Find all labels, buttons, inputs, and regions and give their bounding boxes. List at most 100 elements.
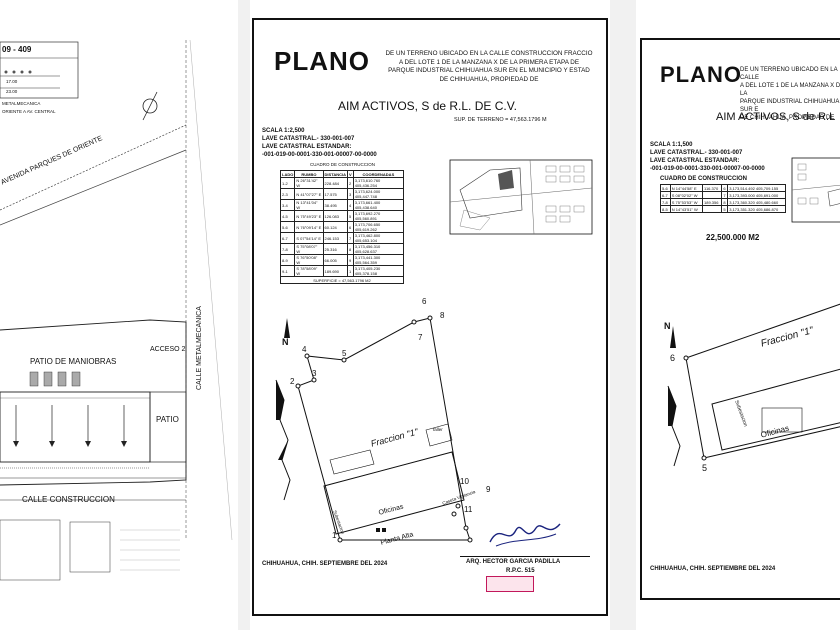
cell: 7-8: [660, 198, 671, 206]
cell: S 76°50'08" W: [294, 254, 324, 266]
cell: S 07°54'14" E: [294, 232, 324, 244]
cell: N 14°43'51" W: [669, 205, 704, 213]
right-plano-sheet: PLANO DE UN TERRENO UBICADO EN LA CALLE …: [640, 38, 840, 600]
cuadro-header-row: LADO RUMBO DISTANCIA V COORDENADAS: [279, 170, 405, 178]
right-superficie: 22,500.000 M2: [706, 233, 760, 242]
north-label: N: [282, 337, 289, 347]
cell: 3,173,456.310 405,628.637: [352, 243, 405, 255]
vertex-6: 6: [422, 297, 427, 306]
right-survey-drawing: [667, 303, 840, 467]
cell: 126.083: [322, 210, 349, 222]
vertex-8: 8: [440, 311, 445, 320]
note-value-2: 23.00: [6, 89, 18, 94]
vertex-5: 5: [342, 349, 347, 358]
vertex-7: 7: [418, 333, 423, 342]
center-superficie: SUP. DE TERRENO = 47,563.1796 M: [454, 117, 547, 123]
signer-rpc: R.P.C. 515: [506, 568, 535, 574]
note-value-1: 17.00: [6, 79, 18, 84]
cell: 4-5: [279, 210, 296, 222]
taller-label: Taller: [432, 427, 443, 432]
cell: 6-7: [279, 232, 296, 244]
desc-line-3: PARQUE INDUSTRIAL CHIHUAHUA SUR EN EL MU…: [388, 67, 590, 74]
center-plano-sheet: PLANO DE UN TERRENO UBICADO EN LA CALLE …: [252, 18, 608, 616]
cell: 3,173,405.230 405,378.158: [352, 265, 405, 277]
cell: N 76°09'14" E: [294, 221, 324, 233]
cell: 3,173,462.800 405,653.104: [352, 232, 405, 244]
center-location-map: [449, 159, 593, 235]
cell: 3,173,393.000 405,691.000: [727, 191, 786, 199]
signer-name: ARQ. HECTOR GARCIA PADILLA: [466, 559, 561, 565]
right-clave-catastral: LAVE CATASTRAL.- 330-001-007: [650, 150, 743, 156]
right-escala: SCALA 1:1,500: [650, 142, 693, 148]
center-clave-estandar: LAVE CATASTRAL ESTANDAR:: [262, 144, 352, 150]
cell: S 75°53'53" W: [669, 198, 704, 206]
cuadro-header-distancia: DISTANCIA: [322, 170, 349, 178]
right-cuadro-title: CUADRO DE CONSTRUCCION: [660, 176, 747, 182]
vertex-3: 3: [312, 369, 317, 378]
right-vertex-5: 5: [702, 463, 708, 473]
center-owner: AIM ACTIVOS, S de R.L. DE C.V.: [338, 99, 517, 113]
cell: 8-5: [660, 205, 671, 213]
cell: 3,173,624.000 405,447.748: [352, 188, 405, 200]
cuadro-header-lado: LADO: [279, 170, 296, 178]
cell: S 75°08'07" W: [294, 243, 324, 255]
cell: 189.356: [702, 198, 723, 206]
signature-line: [460, 556, 590, 557]
cell: 3-4: [279, 199, 296, 211]
cell: 60.124: [322, 221, 349, 233]
patio-maniobras-label: PATIO DE MANIOBRAS: [30, 357, 117, 366]
vertex-2: 2: [290, 377, 295, 386]
desc-line-2: A DEL LOTE 1 DE LA MANZANA X DE LA PRIME…: [398, 58, 580, 66]
right-clave-estandar-value: -001-019-00-0001-330-001-00007-00-0000: [650, 166, 765, 172]
center-clave-estandar-value: -001-019-00-0001-330-001-00007-00-0000: [262, 152, 377, 158]
note-2: ORIENTE A AV. CENTRAL: [2, 109, 56, 114]
cell: 1-2: [279, 177, 296, 189]
cell: 3,173,692.270 405,560.891: [352, 210, 405, 222]
cell: N 26°31'42" W: [294, 177, 324, 189]
cell: 17.575: [322, 188, 349, 200]
center-footer-date: CHIHUAHUA, CHIH. SEPTIEMBRE DEL 2024: [262, 561, 388, 567]
right-clave-estandar: LAVE CATASTRAL ESTANDAR:: [650, 158, 740, 164]
right-desc-line-3: PARQUE INDUSTRIAL CHIHUAHUA SUR E: [740, 99, 840, 113]
vertex-9: 9: [486, 485, 491, 494]
superficie-cell: SUPERFICIE = 47,563.1796 M2: [280, 276, 404, 284]
signature-image: [489, 523, 561, 547]
vertex-1: 1: [332, 531, 337, 540]
right-desc-line-2: A DEL LOTE 1 DE LA MANZANA X DE LA: [740, 83, 840, 97]
cell: 5-6: [279, 221, 296, 233]
cell: 8-9: [279, 254, 296, 266]
cuadro-header-rumbo: RUMBO: [294, 170, 324, 178]
cell: 5-6: [660, 184, 671, 192]
table-footer-row: SUPERFICIE = 47,563.1796 M2: [280, 276, 404, 284]
right-description: DE UN TERRENO UBICADO EN LA CALLE A DEL …: [740, 66, 840, 122]
right-title: PLANO: [660, 62, 742, 87]
note-1: METALMECANICA: [2, 101, 41, 106]
cell: [702, 191, 723, 199]
cell: 246.153: [322, 232, 349, 244]
center-clave-catastral: LAVE CATASTRAL.- 330-001-007: [262, 136, 355, 142]
center-description: DE UN TERRENO UBICADO EN LA CALLE CONSTR…: [366, 50, 612, 84]
center-cuadro-title: CUADRO DE CONSTRUCCION: [310, 162, 376, 167]
cell: 38.495: [322, 199, 349, 211]
center-survey-drawing: [275, 315, 473, 543]
cell: 3,173,360.320 405,480.660: [727, 198, 786, 206]
desc-line-1: DE UN TERRENO UBICADO EN LA CALLE CONSTR…: [385, 50, 593, 57]
cell: 25.316: [322, 243, 349, 255]
cell: 189.690: [322, 265, 349, 277]
stamp-logo: [486, 576, 534, 592]
cell: 2-3: [279, 188, 296, 200]
cell: S 08°02'02" W: [669, 191, 704, 199]
street-corner-label: 09 - 409: [2, 45, 32, 54]
cell: 3,173,610.760 405,436.254: [352, 177, 405, 189]
right-north-label: N: [664, 321, 671, 331]
